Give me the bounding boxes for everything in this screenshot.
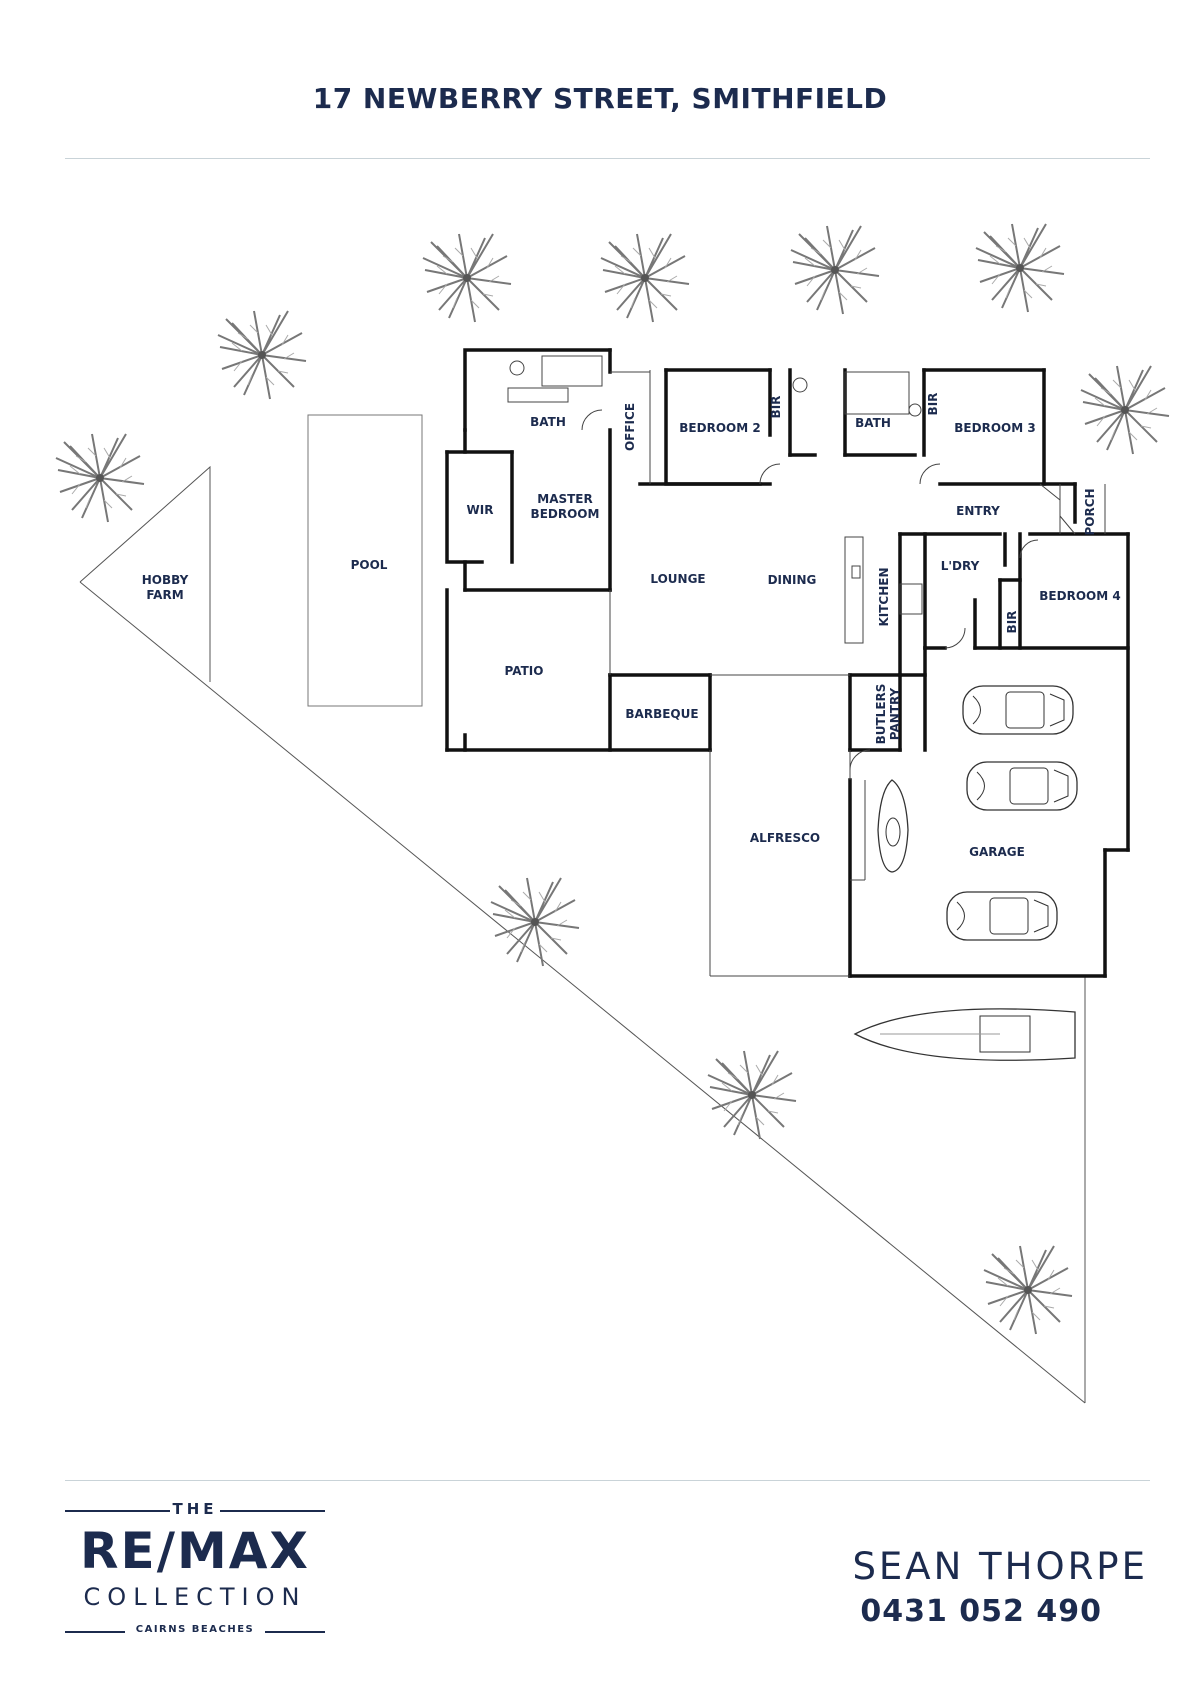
logo-brand: RE/MAX bbox=[80, 1522, 310, 1580]
room-label-ldry: L'DRY bbox=[941, 559, 980, 573]
room-label-butlers-2: PANTRY bbox=[888, 687, 902, 740]
property-boundary bbox=[79, 465, 1086, 1404]
room-label-bath: BATH bbox=[530, 415, 566, 429]
room-label-porch: PORCH bbox=[1083, 488, 1097, 535]
logo-rule bbox=[65, 1510, 170, 1512]
room-label-pool: POOL bbox=[351, 558, 388, 572]
room-label-office: OFFICE bbox=[623, 403, 637, 451]
palm-tree-icon bbox=[422, 233, 512, 323]
room-label-barbeque: BARBEQUE bbox=[625, 707, 698, 721]
room-label-bir-2: BIR bbox=[926, 393, 940, 416]
room-label-master-1: MASTER bbox=[537, 492, 593, 506]
palm-tree-icon bbox=[975, 223, 1065, 313]
logo-the: THE bbox=[172, 1500, 218, 1518]
car-icon bbox=[962, 685, 1074, 735]
logo-collection: COLLECTION bbox=[83, 1583, 307, 1611]
interior-lines bbox=[507, 355, 1106, 977]
room-label-bedroom3: BEDROOM 3 bbox=[954, 421, 1035, 435]
room-label-lounge: LOUNGE bbox=[650, 572, 705, 586]
palm-tree-icon bbox=[55, 433, 145, 523]
walls bbox=[445, 348, 1130, 978]
car-icon bbox=[966, 761, 1078, 811]
bottom-divider bbox=[65, 1480, 1150, 1481]
room-label-butlers-1: BUTLERS bbox=[874, 684, 888, 745]
room-label-bedroom2: BEDROOM 2 bbox=[679, 421, 760, 435]
palm-tree-icon bbox=[707, 1050, 797, 1140]
room-label-kitchen: KITCHEN bbox=[877, 567, 891, 626]
jet-ski-icon bbox=[877, 779, 909, 873]
logo-rule bbox=[265, 1631, 325, 1633]
palm-tree-icon bbox=[490, 877, 580, 967]
room-label-dining: DINING bbox=[768, 573, 817, 587]
pool bbox=[307, 414, 423, 707]
room-label-patio: PATIO bbox=[505, 664, 544, 678]
logo-location: CAIRNS BEACHES bbox=[135, 1624, 255, 1635]
boat-icon bbox=[853, 1008, 1076, 1061]
room-label-bir: BIR bbox=[769, 396, 783, 419]
room-label-entry: ENTRY bbox=[956, 504, 1000, 518]
room-label-master-2: BEDROOM bbox=[531, 507, 600, 521]
room-label-alfresco: ALFRESCO bbox=[750, 831, 820, 845]
room-label-garage: GARAGE bbox=[969, 845, 1025, 859]
palm-tree-icon bbox=[217, 310, 307, 400]
remax-logo: THE RE/MAX COLLECTION CAIRNS BEACHES bbox=[65, 1500, 325, 1650]
palm-tree-icon bbox=[1080, 365, 1170, 455]
room-label-bedroom4: BEDROOM 4 bbox=[1039, 589, 1120, 603]
palm-tree-icon bbox=[790, 225, 880, 315]
palm-tree-icon bbox=[600, 233, 690, 323]
palm-tree-icon bbox=[983, 1245, 1073, 1335]
room-label-hobby-1: HOBBY bbox=[142, 573, 189, 587]
agent-name: SEAN THORPE bbox=[852, 1545, 1148, 1588]
page-title: 17 NEWBERRY STREET, SMITHFIELD bbox=[312, 82, 888, 115]
agent-phone: 0431 052 490 bbox=[860, 1594, 1102, 1629]
top-divider bbox=[65, 158, 1150, 159]
room-label-bir-3: BIR bbox=[1005, 611, 1019, 634]
logo-rule bbox=[65, 1631, 125, 1633]
logo-rule bbox=[220, 1510, 325, 1512]
room-label-hobby-2: FARM bbox=[146, 588, 183, 602]
car-icon bbox=[946, 891, 1058, 941]
room-label-bath-2: BATH bbox=[855, 416, 891, 430]
room-label-wir: WIR bbox=[467, 503, 494, 517]
